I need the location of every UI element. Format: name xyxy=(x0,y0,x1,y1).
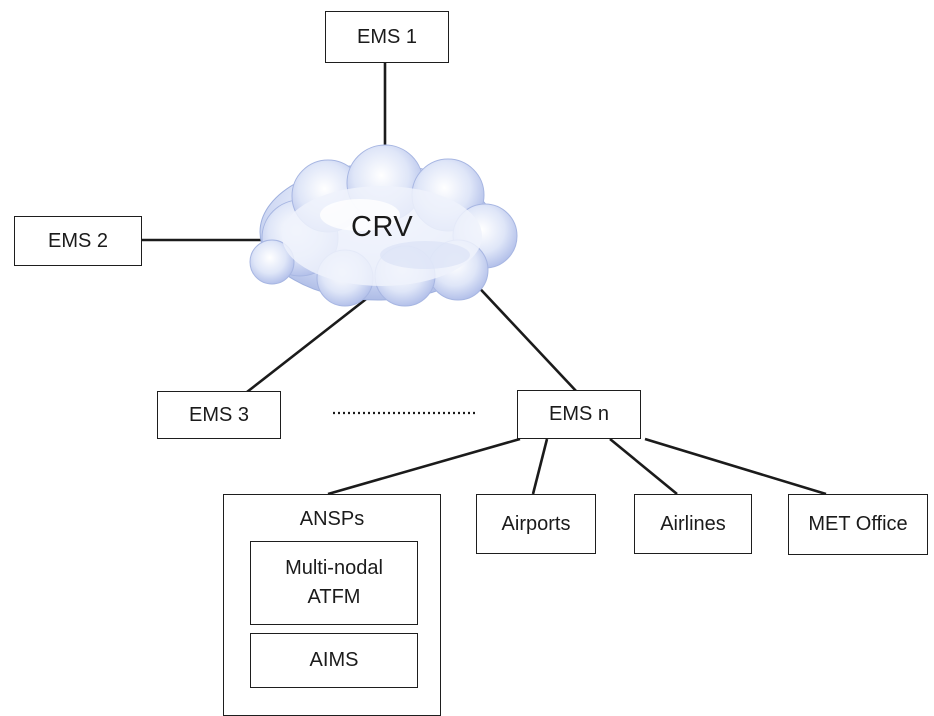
emsn-label: EMS n xyxy=(548,403,610,425)
ems2-label: EMS 2 xyxy=(47,229,109,252)
met-office-box: MET Office xyxy=(788,494,928,555)
airlines-box: Airlines xyxy=(634,494,752,554)
multi-nodal-atfm-label: Multi-nodal ATFM xyxy=(285,557,383,608)
ems3-label: EMS 3 xyxy=(188,403,250,426)
cloud-shape xyxy=(249,144,518,307)
link-emsn-airports xyxy=(531,438,549,495)
aims-box: AIMS xyxy=(250,633,418,688)
airports-box: Airports xyxy=(476,494,596,554)
link-ems3-crv xyxy=(246,294,371,394)
ems1-box: EMS 1 xyxy=(325,11,449,63)
ems3-box: EMS 3 xyxy=(157,391,281,439)
ems2-box: EMS 2 xyxy=(14,216,142,266)
link-emsn-ansps xyxy=(327,437,521,496)
multi-nodal-atfm-box: Multi-nodal ATFM xyxy=(250,541,418,625)
link-emsn-crv xyxy=(469,277,578,393)
crv-label: CRV xyxy=(351,211,414,243)
link-emsn-airlines xyxy=(609,437,678,496)
met-office-label: MET Office xyxy=(808,513,908,535)
airports-label: Airports xyxy=(501,512,571,535)
aims-label: AIMS xyxy=(309,649,359,671)
link-emsn-met-office xyxy=(644,437,827,496)
ems1-label: EMS 1 xyxy=(356,25,418,48)
emsn-box: EMS n xyxy=(517,390,641,439)
ansps-title: ANSPs xyxy=(299,508,365,530)
airlines-label: Airlines xyxy=(660,512,726,535)
